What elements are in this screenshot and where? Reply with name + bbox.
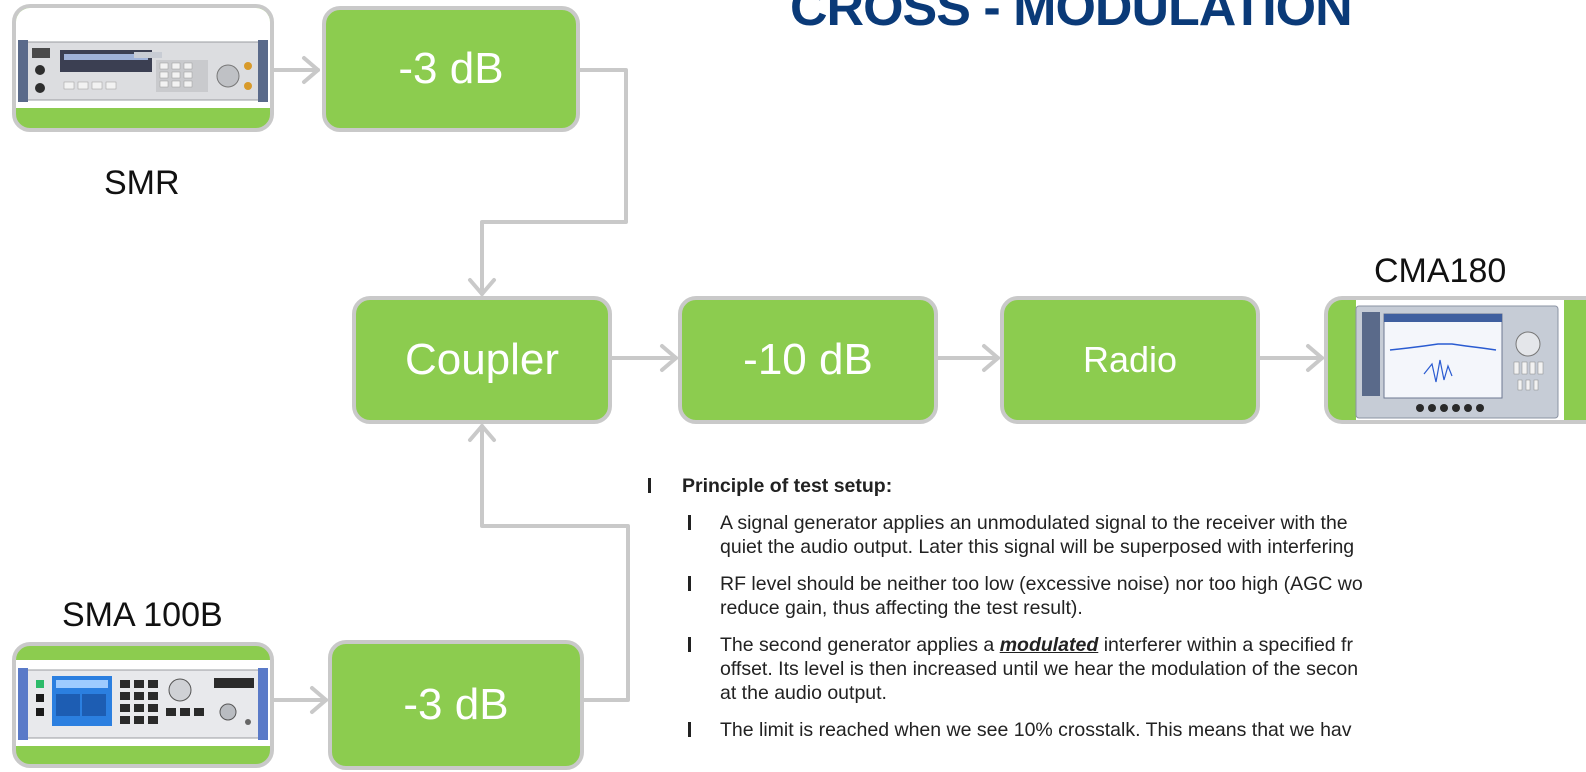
sub-bullet-4-line-1: The limit is reached when we see 10% cro… xyxy=(720,719,1352,741)
coupler-box: Coupler xyxy=(352,296,612,424)
cma180-tester-image xyxy=(1355,300,1586,420)
slide-title: CROSS - MODULATION xyxy=(790,0,1353,37)
smr-device-frame xyxy=(12,4,274,132)
attenuator-10db-label: -10 dB xyxy=(743,335,873,384)
modulated-emphasis: modulated xyxy=(999,634,1099,656)
sub-bullet-4: The limit is reached when we see 10% cro… xyxy=(640,718,1586,742)
sma100b-label: SMA 100B xyxy=(62,596,223,634)
cma180-label: CMA180 xyxy=(1374,252,1507,290)
smr-label: SMR xyxy=(104,164,180,202)
sub-bullet-3-before: The second generator applies a xyxy=(720,634,1000,656)
sub-bullet-3-line-2: offset. Its level is then increased unti… xyxy=(720,658,1359,680)
bullet-marker xyxy=(688,576,691,591)
radio-box: Radio xyxy=(1000,296,1260,424)
bullet-marker xyxy=(688,637,691,652)
sub-bullet-1-line-2: quiet the audio output. Later this signa… xyxy=(720,536,1355,558)
bullet-heading-text: Principle of test setup: xyxy=(682,475,893,497)
bullet-marker xyxy=(648,478,651,493)
attenuator-10db: -10 dB xyxy=(678,296,938,424)
sma100b-generator-image xyxy=(16,660,270,746)
sub-bullet-2-line-1: RF level should be neither too low (exce… xyxy=(720,573,1363,595)
sub-bullet-2-line-2: reduce gain, thus affecting the test res… xyxy=(720,597,1083,619)
sma100b-device-frame xyxy=(12,642,274,768)
sub-bullet-3-line-1: The second generator applies a modulated… xyxy=(720,633,1586,657)
coupler-label: Coupler xyxy=(404,335,560,384)
bullet-marker xyxy=(688,515,691,530)
smr-generator-image xyxy=(16,8,270,108)
bullet-marker xyxy=(688,722,691,737)
attenuator-3db-top-label: -3 dB xyxy=(398,44,504,93)
attenuator-3db-top: -3 dB xyxy=(322,6,580,132)
test-setup-description: Principle of test setup: A signal genera… xyxy=(640,470,1586,742)
sub-bullet-2: RF level should be neither too low (exce… xyxy=(640,572,1586,620)
attenuator-3db-bottom-label: -3 dB xyxy=(403,680,509,729)
sub-bullet-3: The second generator applies a modulated… xyxy=(640,633,1586,705)
cma180-device-frame xyxy=(1324,296,1586,424)
bullet-heading: Principle of test setup: xyxy=(640,474,1586,498)
sub-bullet-1: A signal generator applies an unmodulate… xyxy=(640,511,1586,559)
sub-bullet-3-after: interferer within a specified fr xyxy=(1098,634,1353,656)
sub-bullet-3-line-3: at the audio output. xyxy=(720,682,887,704)
sub-bullet-1-line-1: A signal generator applies an unmodulate… xyxy=(720,512,1348,534)
attenuator-3db-bottom: -3 dB xyxy=(328,640,584,770)
radio-label: Radio xyxy=(1082,339,1178,380)
